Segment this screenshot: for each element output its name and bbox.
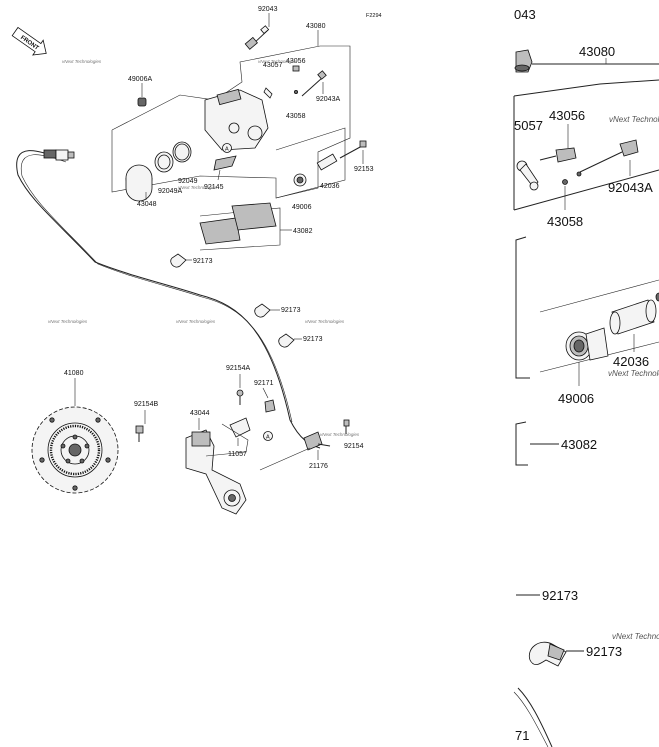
part-label-49006: 49006 bbox=[292, 204, 312, 211]
part-label-92154B: 92154B bbox=[134, 401, 158, 408]
part-label-92173-a: 92173 bbox=[193, 258, 213, 265]
part-label-43057: 43057 bbox=[263, 62, 283, 69]
cable-connector bbox=[43, 149, 75, 161]
part-label-43048: 43048 bbox=[137, 201, 157, 208]
zoom-label-92173-b: 92173 bbox=[586, 644, 622, 659]
diagram-panel: FRONT F2294 92043 43080 49006A bbox=[11, 6, 382, 515]
zoom-label-49006: 49006 bbox=[558, 391, 594, 406]
part-label-92171: 92171 bbox=[254, 380, 274, 387]
part-label-92153: 92153 bbox=[354, 166, 374, 173]
part-label-43056: 43056 bbox=[286, 58, 306, 65]
part-label-21176: 21176 bbox=[309, 463, 328, 470]
bleeder-valve bbox=[244, 25, 270, 50]
zoom-bracket-43057 bbox=[516, 160, 539, 191]
zoom-pin-92043a bbox=[576, 139, 639, 177]
cap-49006a bbox=[137, 97, 147, 107]
part-label-92043A: 92043A bbox=[316, 96, 340, 103]
part-label-49006A: 49006A bbox=[128, 76, 152, 83]
part-label-92173-b: 92173 bbox=[281, 307, 301, 314]
part-label-43080: 43080 bbox=[306, 23, 326, 30]
diagram-code: F2294 bbox=[366, 13, 382, 19]
watermark: vNext Technologies bbox=[62, 59, 102, 64]
watermark: vNext Technologies bbox=[178, 185, 218, 190]
pad-spring-parts bbox=[263, 65, 300, 99]
zoom-bleeder-valve bbox=[514, 49, 533, 73]
zoom-label-43080: 43080 bbox=[579, 44, 615, 59]
clamp-upper bbox=[170, 253, 187, 268]
disc-bolt bbox=[135, 425, 144, 442]
caliper-bracket bbox=[185, 429, 247, 515]
zoom-washer-43058 bbox=[562, 179, 568, 185]
zoom-hose bbox=[517, 687, 553, 747]
part-label-92154A: 92154A bbox=[226, 365, 250, 372]
zoom-sleeve-42036 bbox=[609, 292, 659, 335]
brake-disc bbox=[31, 406, 119, 494]
watermark: vNext Technologies bbox=[48, 319, 88, 324]
callout-a-lower: A bbox=[266, 435, 270, 441]
watermark: vNext Technologies bbox=[305, 319, 345, 324]
watermark: vNext Technologies bbox=[612, 632, 659, 641]
part-label-11057: 11057 bbox=[228, 451, 247, 458]
clamp-lower bbox=[278, 333, 295, 348]
part-label-41080: 41080 bbox=[64, 370, 84, 377]
watermark: vNext Technologies bbox=[608, 369, 659, 378]
zoom-label-92043A: 92043A bbox=[608, 180, 653, 195]
part-label-92154: 92154 bbox=[344, 443, 364, 450]
part-label-43082: 43082 bbox=[293, 228, 313, 235]
zoom-label-42036: 42036 bbox=[613, 354, 649, 369]
zoom-label-92043-partial: 043 bbox=[514, 7, 536, 22]
piston-and-seals bbox=[125, 141, 192, 202]
caliper-body bbox=[204, 88, 269, 151]
slide-pin-parts bbox=[293, 140, 367, 187]
abs-sensor bbox=[303, 419, 350, 451]
watermark: vNext Technologies bbox=[609, 115, 659, 124]
clamp-middle bbox=[254, 303, 271, 318]
part-label-43044: 43044 bbox=[190, 410, 210, 417]
part-label-92145: 92145 bbox=[204, 184, 224, 191]
zoom-label-43056: 43056 bbox=[549, 108, 585, 123]
part-label-92173-c: 92173 bbox=[303, 336, 323, 343]
zoom-pad-pin-43056 bbox=[539, 147, 577, 163]
zoom-label-43058: 43058 bbox=[547, 214, 583, 229]
zoom-detail-panel: 043 43080 5057 43056 bbox=[513, 7, 659, 747]
zoom-clamp-92173 bbox=[528, 641, 567, 667]
part-label-43058: 43058 bbox=[286, 113, 306, 120]
zoom-label-43057-partial: 5057 bbox=[514, 118, 543, 133]
zoom-label-43082: 43082 bbox=[561, 437, 597, 452]
brake-pads bbox=[199, 202, 277, 245]
pin-92043a bbox=[301, 70, 327, 97]
watermark: vNext Technologies bbox=[320, 432, 360, 437]
pad-spring-92145 bbox=[213, 155, 237, 171]
part-label-92049: 92049 bbox=[178, 178, 198, 185]
watermark: vNext Technologies bbox=[176, 319, 216, 324]
part-label-92043: 92043 bbox=[258, 6, 278, 13]
callout-a-upper: A bbox=[225, 147, 229, 153]
part-label-42036: 42036 bbox=[320, 183, 340, 190]
watermark: vNext Technologies bbox=[258, 59, 298, 64]
abs-sensor-cable bbox=[16, 150, 321, 449]
zoom-boot-49006 bbox=[565, 327, 609, 361]
slide-pin-box bbox=[275, 127, 346, 199]
zoom-label-92171-partial: 71 bbox=[515, 728, 529, 743]
zoom-label-92173-a: 92173 bbox=[542, 588, 578, 603]
part-label-92049A: 92049A bbox=[158, 188, 182, 195]
